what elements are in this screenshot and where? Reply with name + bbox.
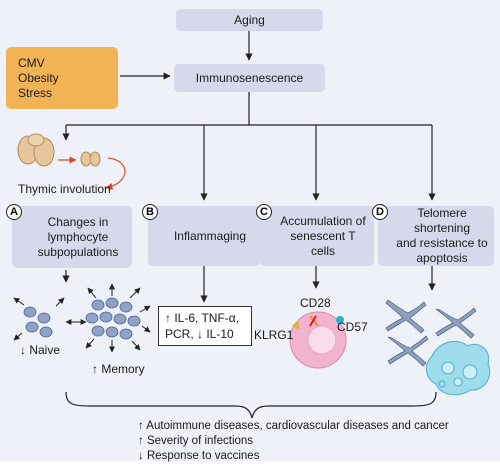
outcomes-list: ↑ Autoimmune diseases, cardiovascular di… xyxy=(138,419,449,464)
apoptotic-cell-icon xyxy=(426,340,491,396)
pathway-c-badge: C xyxy=(256,204,272,220)
cytokine-line-2: PCR, ↓ IL-10 xyxy=(165,327,234,342)
cytokine-box: ↑ IL-6, TNF-α, PCR, ↓ IL-10 xyxy=(158,306,252,347)
naive-label: ↓ Naive xyxy=(20,343,61,357)
naive-cells-icon xyxy=(23,306,53,338)
pathway-box-a: Changes in lymphocyte subpopulations xyxy=(12,206,132,268)
immunosenescence-box: Immunosenescence xyxy=(174,64,325,92)
thymic-involution-label: Thymic involution xyxy=(18,182,111,196)
pathway-b-badge: B xyxy=(142,204,158,220)
risk-obesity: Obesity xyxy=(18,70,59,85)
pathway-box-c: Accumulation of senescent T cells xyxy=(260,206,374,266)
cytokine-line-1: ↑ IL-6, TNF-α, xyxy=(165,311,240,325)
pathway-c-line-2: senescent T cells xyxy=(290,228,356,258)
memory-cells-icon xyxy=(85,297,141,340)
pathway-box-b: Inflammaging xyxy=(148,206,260,266)
aging-box: Aging xyxy=(176,9,323,31)
senescent-t-cell-icon xyxy=(289,311,347,369)
risk-factors-box: CMV Obesity Stress xyxy=(6,47,118,109)
pathway-d-line-1: Telomere shortening xyxy=(413,206,471,235)
memory-label: ↑ Memory xyxy=(92,362,145,376)
immunosenescence-label: Immunosenescence xyxy=(195,70,304,85)
pathway-d-line-3: apoptosis xyxy=(416,251,468,265)
risk-stress: Stress xyxy=(18,85,53,100)
aging-label: Aging xyxy=(234,12,265,27)
outcome-brace xyxy=(65,391,437,419)
chromosomes-icon xyxy=(385,299,477,367)
outcome-3: ↓ Response to vaccines xyxy=(138,449,260,462)
pathway-a-badge: A xyxy=(6,204,22,220)
pathway-d-line-2: and resistance to xyxy=(396,236,488,250)
pathway-c-line-1: Accumulation of xyxy=(280,213,366,228)
thymus-small-icon xyxy=(80,151,101,167)
pathway-a-line-3: subpopulations xyxy=(37,244,119,259)
cd28-label: CD28 xyxy=(300,296,331,310)
pathway-b-line-1: Inflammaging xyxy=(173,228,247,243)
pathway-d-badge: D xyxy=(372,204,388,220)
outcome-2: ↑ Severity of infections xyxy=(138,434,254,447)
pathway-box-d: Telomere shortening and resistance to ap… xyxy=(378,206,494,266)
thymus-large-icon xyxy=(17,133,55,167)
pathway-a-line-1: Changes in xyxy=(47,214,109,229)
cd57-label: CD57 xyxy=(337,320,368,334)
risk-cmv: CMV xyxy=(18,55,45,70)
klrg1-label: KLRG1 xyxy=(254,328,294,342)
outcome-1: ↑ Autoimmune diseases, cardiovascular di… xyxy=(138,420,449,432)
pathway-a-line-2: lymphocyte xyxy=(47,229,109,244)
